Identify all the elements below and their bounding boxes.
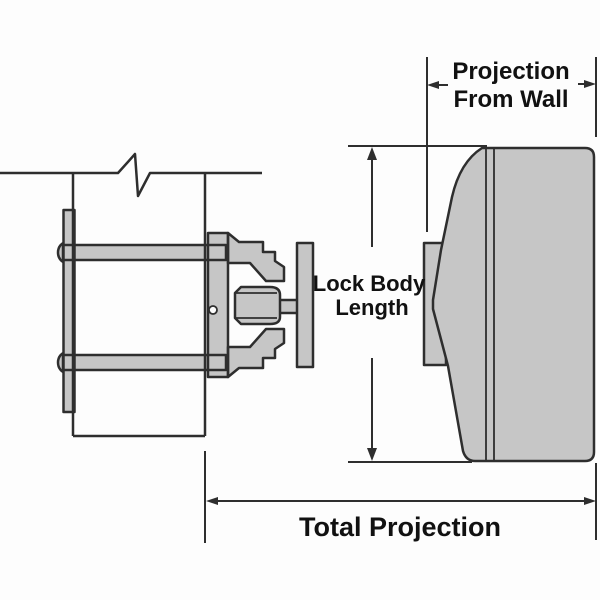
label-total-projection: Total Projection <box>299 512 501 542</box>
arrow-left-icon <box>206 497 218 505</box>
hasp-cone <box>226 231 286 379</box>
arrow-down-icon <box>367 448 377 461</box>
backplate <box>63 210 75 412</box>
pin-head <box>233 285 282 326</box>
arrow-right-icon <box>584 80 596 88</box>
backplate-outline <box>62 208 76 414</box>
mounting-hardware <box>56 208 286 414</box>
dim-projection-from-wall: Projection From Wall <box>426 57 597 232</box>
carriage-bolts <box>61 243 228 372</box>
pin-shaft <box>277 298 300 315</box>
arrow-left-icon <box>427 81 439 89</box>
shackle-pin <box>208 241 315 369</box>
lock-body-shell <box>431 146 596 463</box>
staple-flange <box>295 241 315 369</box>
label-lock-body-length-line2: Length <box>335 295 408 320</box>
arrow-up-icon <box>367 147 377 160</box>
label-lock-body-length-line1: Lock Body <box>313 271 426 296</box>
dim-total-projection: Total Projection <box>204 451 597 543</box>
wall-top-line <box>0 152 262 198</box>
label-projection-from-wall-line2: From Wall <box>453 86 568 113</box>
hasp-plate-fill <box>208 233 228 377</box>
arrow-right-icon <box>584 497 596 505</box>
wall-post <box>0 152 262 438</box>
dim-lock-body-length: Lock Body Length <box>313 145 487 463</box>
label-projection-from-wall-line1: Projection <box>452 58 569 85</box>
pivot-hole-icon <box>208 305 218 315</box>
lock-body <box>422 146 596 463</box>
hasp-plate-outline <box>206 231 230 379</box>
